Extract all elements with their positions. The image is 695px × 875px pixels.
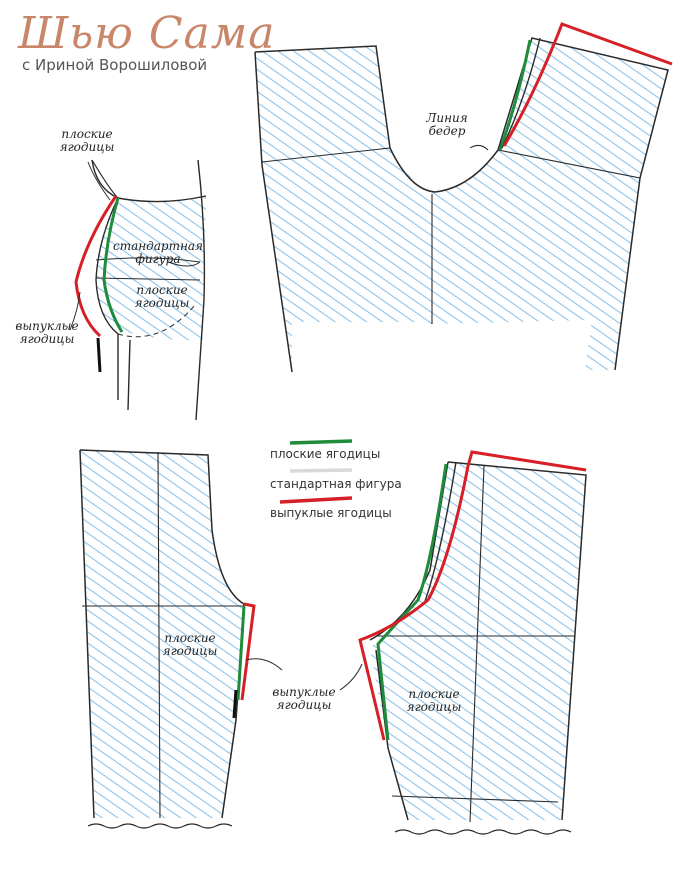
back-green-line	[376, 463, 448, 741]
annotation-seat-line: Линия бедер	[426, 111, 468, 138]
side-convex-line	[74, 195, 118, 338]
side-hem-dash	[117, 304, 196, 338]
logo-title: Шью Сама	[18, 8, 276, 59]
fabric-edges	[87, 823, 572, 835]
side-flat-line	[102, 197, 124, 333]
legend-swatch-flat	[289, 439, 353, 445]
back-black-line	[423, 461, 457, 605]
front-black-line	[232, 689, 238, 719]
legend-swatch-standard	[289, 468, 353, 473]
side-pointer-standard	[167, 261, 201, 267]
annotation-side-flat: плоские ягодицы	[59, 127, 115, 154]
top-pattern-fill	[255, 38, 668, 372]
annotation-back-flat: плоские ягодицы	[406, 687, 462, 714]
legend-swatches	[279, 439, 353, 504]
annotation-back-convex: выпуклые ягодицы	[272, 685, 336, 712]
back-center-line	[469, 465, 485, 823]
side-silhouette	[69, 159, 207, 421]
front-red-line	[240, 602, 256, 701]
top-hip-line	[261, 147, 641, 179]
front-pointer	[245, 658, 283, 671]
side-outline	[91, 159, 207, 421]
top-pointer	[469, 144, 489, 151]
side-pointer-convex	[69, 291, 81, 331]
legend-label-convex: выпуклые ягодицы	[270, 506, 392, 520]
front-green-line	[236, 605, 246, 701]
side-hip-line	[95, 257, 201, 281]
front-center-line	[157, 451, 161, 819]
annotation-side-convex: выпуклые ягодицы	[15, 319, 79, 346]
legend-label-flat: плоские ягодицы	[270, 447, 381, 461]
side-body-fill	[95, 196, 206, 341]
top-pattern-outline	[254, 37, 669, 373]
top-black-line	[501, 37, 541, 149]
fabric-edge-left	[87, 823, 233, 829]
back-piece-fill	[370, 462, 586, 820]
fabric-edge-right	[394, 829, 572, 835]
annotation-front-flat: плоские ягодицы	[162, 631, 218, 658]
annotation-side-flat-inner: плоские ягодицы	[134, 283, 190, 310]
top-red-line	[502, 22, 673, 147]
top-green-line	[498, 39, 532, 151]
annotation-side-standard: стандартная фигура	[113, 239, 203, 266]
side-pointer-flat	[87, 161, 111, 201]
front-piece	[79, 449, 283, 819]
legend-swatch-convex	[279, 496, 353, 504]
logo-subtitle: с Ириной Ворошиловой	[22, 56, 208, 74]
front-piece-outline	[79, 449, 245, 819]
back-pointer	[339, 663, 363, 691]
top-pattern	[254, 22, 673, 373]
back-knee-line	[391, 795, 559, 803]
legend-label-standard: стандартная фигура	[270, 477, 402, 491]
back-piece	[339, 450, 587, 823]
back-red-line	[358, 450, 587, 741]
front-piece-fill	[80, 450, 244, 818]
side-leg-black	[96, 337, 102, 373]
